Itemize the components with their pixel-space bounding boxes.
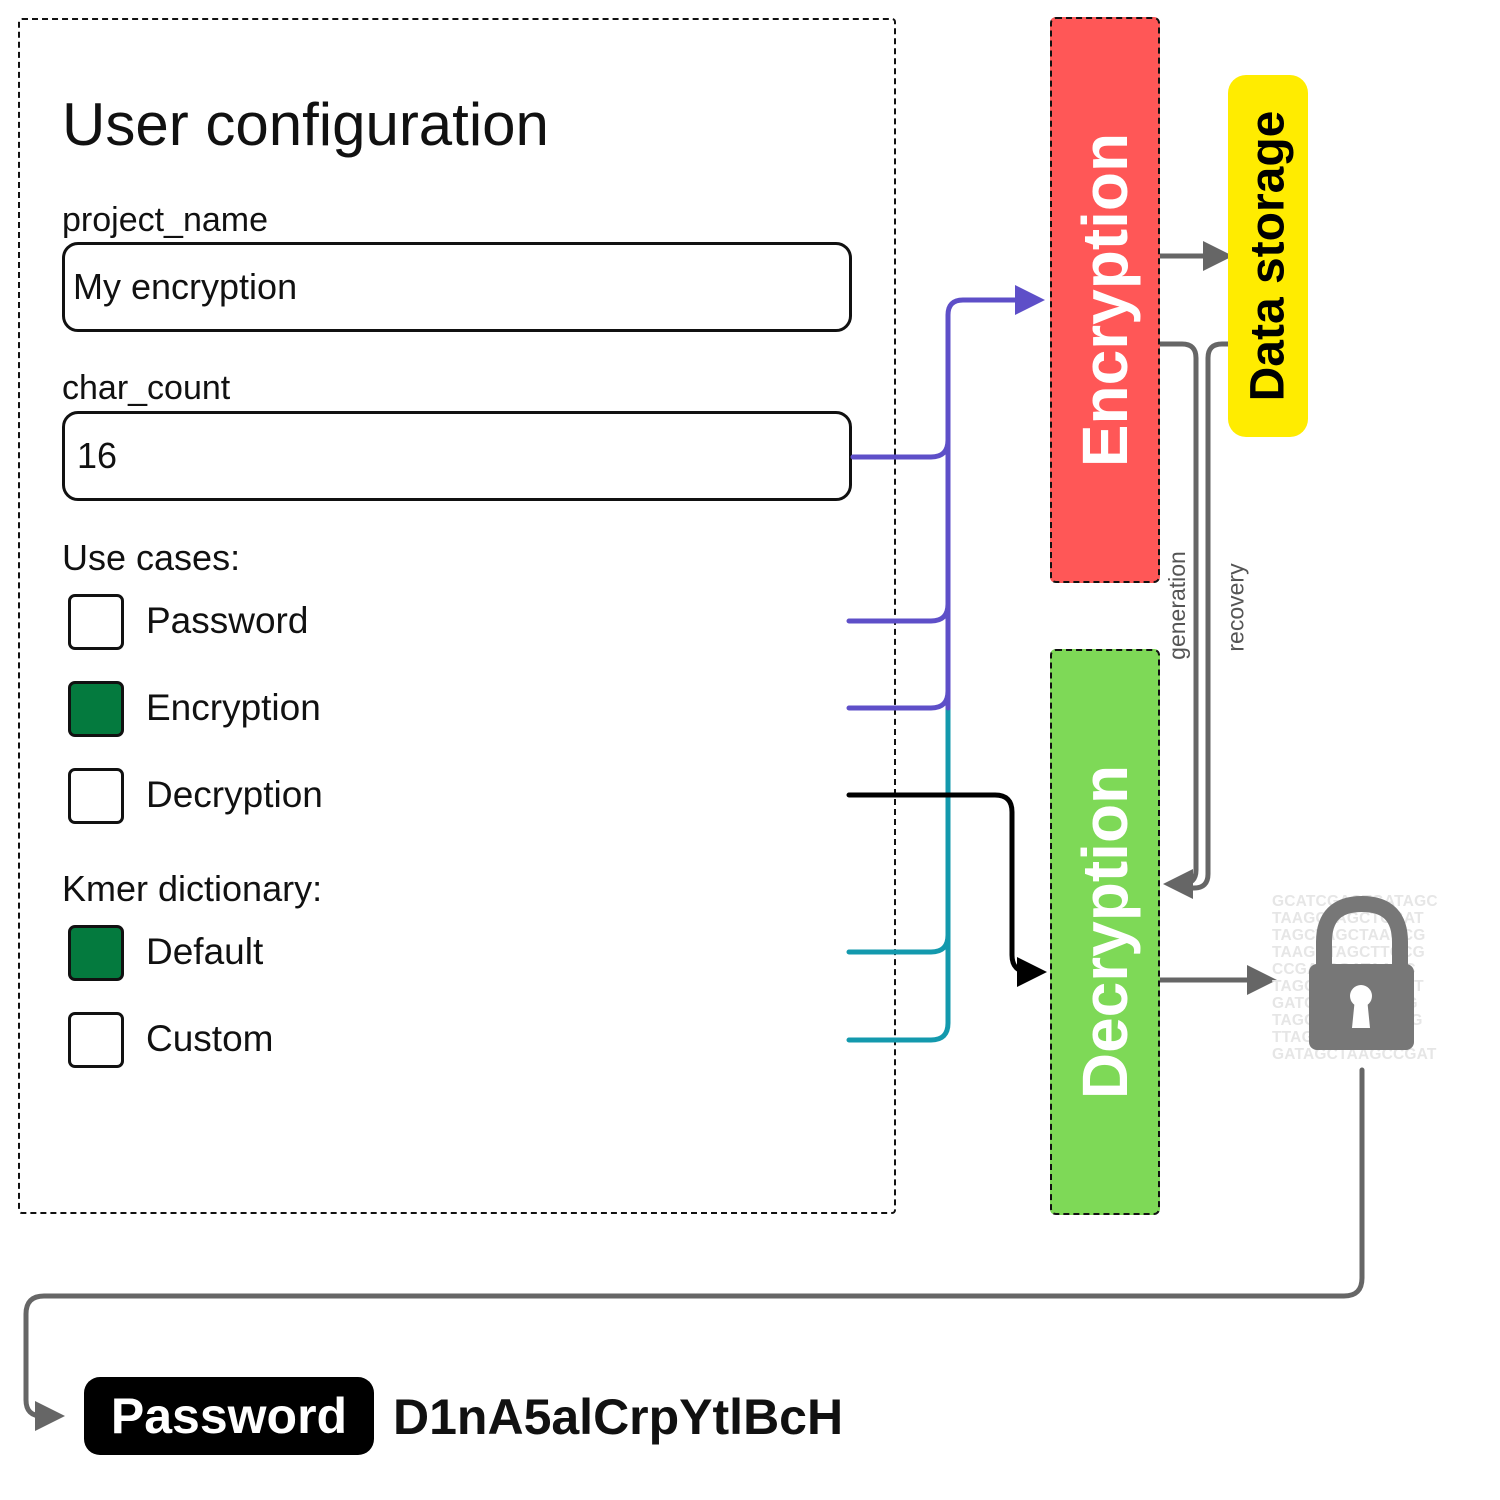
recovery-label: recovery	[1222, 562, 1249, 652]
recovery-label-wrap: recovery	[1186, 563, 1286, 651]
project-name-value: My encryption	[73, 266, 298, 307]
char-count-label: char_count	[62, 369, 231, 407]
default-option-label: Default	[146, 931, 264, 972]
encryption-block: Encryption	[1050, 17, 1160, 583]
generated-password: D1nA5alCrpYtlBcH	[393, 1389, 844, 1445]
encryption-block-label: Encryption	[1069, 132, 1141, 468]
black-decryption-line	[846, 792, 1047, 987]
kmer-dictionary-label: Kmer dictionary:	[62, 868, 323, 909]
user-configuration-panel	[18, 18, 896, 1214]
password-checkbox[interactable]	[68, 594, 124, 650]
data-storage-block: Data storage	[1228, 75, 1308, 437]
lock-to-password-line	[23, 1067, 1365, 1431]
password-badge: Password	[84, 1377, 374, 1455]
data-storage-label: Data storage	[1241, 110, 1295, 402]
custom-checkbox[interactable]	[68, 1012, 124, 1068]
purple-password-line	[846, 601, 951, 624]
purple-bus-line	[945, 285, 1045, 711]
password-badge-label: Password	[110, 1388, 348, 1444]
config-title: User configuration	[62, 91, 549, 158]
teal-default-line	[846, 932, 951, 955]
purple-encryption-line	[846, 688, 951, 711]
char-count-input[interactable]: 16	[62, 411, 852, 501]
purple-charcount-line	[850, 437, 951, 460]
encryption-option-label: Encryption	[146, 687, 321, 728]
use-cases-label: Use cases:	[62, 537, 241, 578]
decryption-block-label: Decryption	[1069, 764, 1141, 1100]
teal-bus-line	[846, 437, 951, 1043]
recovery-line	[1177, 341, 1239, 891]
project-name-label: project_name	[62, 201, 269, 239]
custom-option-label: Custom	[146, 1018, 274, 1059]
decryption-checkbox[interactable]	[68, 768, 124, 824]
decryption-block: Decryption	[1050, 649, 1160, 1215]
dna-sequence-text: GCATCGACTGATAGC TAAGCTAGCTCGAT TAGCTAGCT…	[1272, 893, 1438, 1063]
char-count-value: 16	[77, 435, 118, 476]
decryption-option-label: Decryption	[146, 774, 323, 815]
default-checkbox[interactable]	[68, 925, 124, 981]
password-option-label: Password	[146, 600, 309, 641]
generation-line	[1157, 341, 1199, 899]
encryption-checkbox[interactable]	[68, 681, 124, 737]
project-name-input[interactable]: My encryption	[62, 242, 852, 332]
